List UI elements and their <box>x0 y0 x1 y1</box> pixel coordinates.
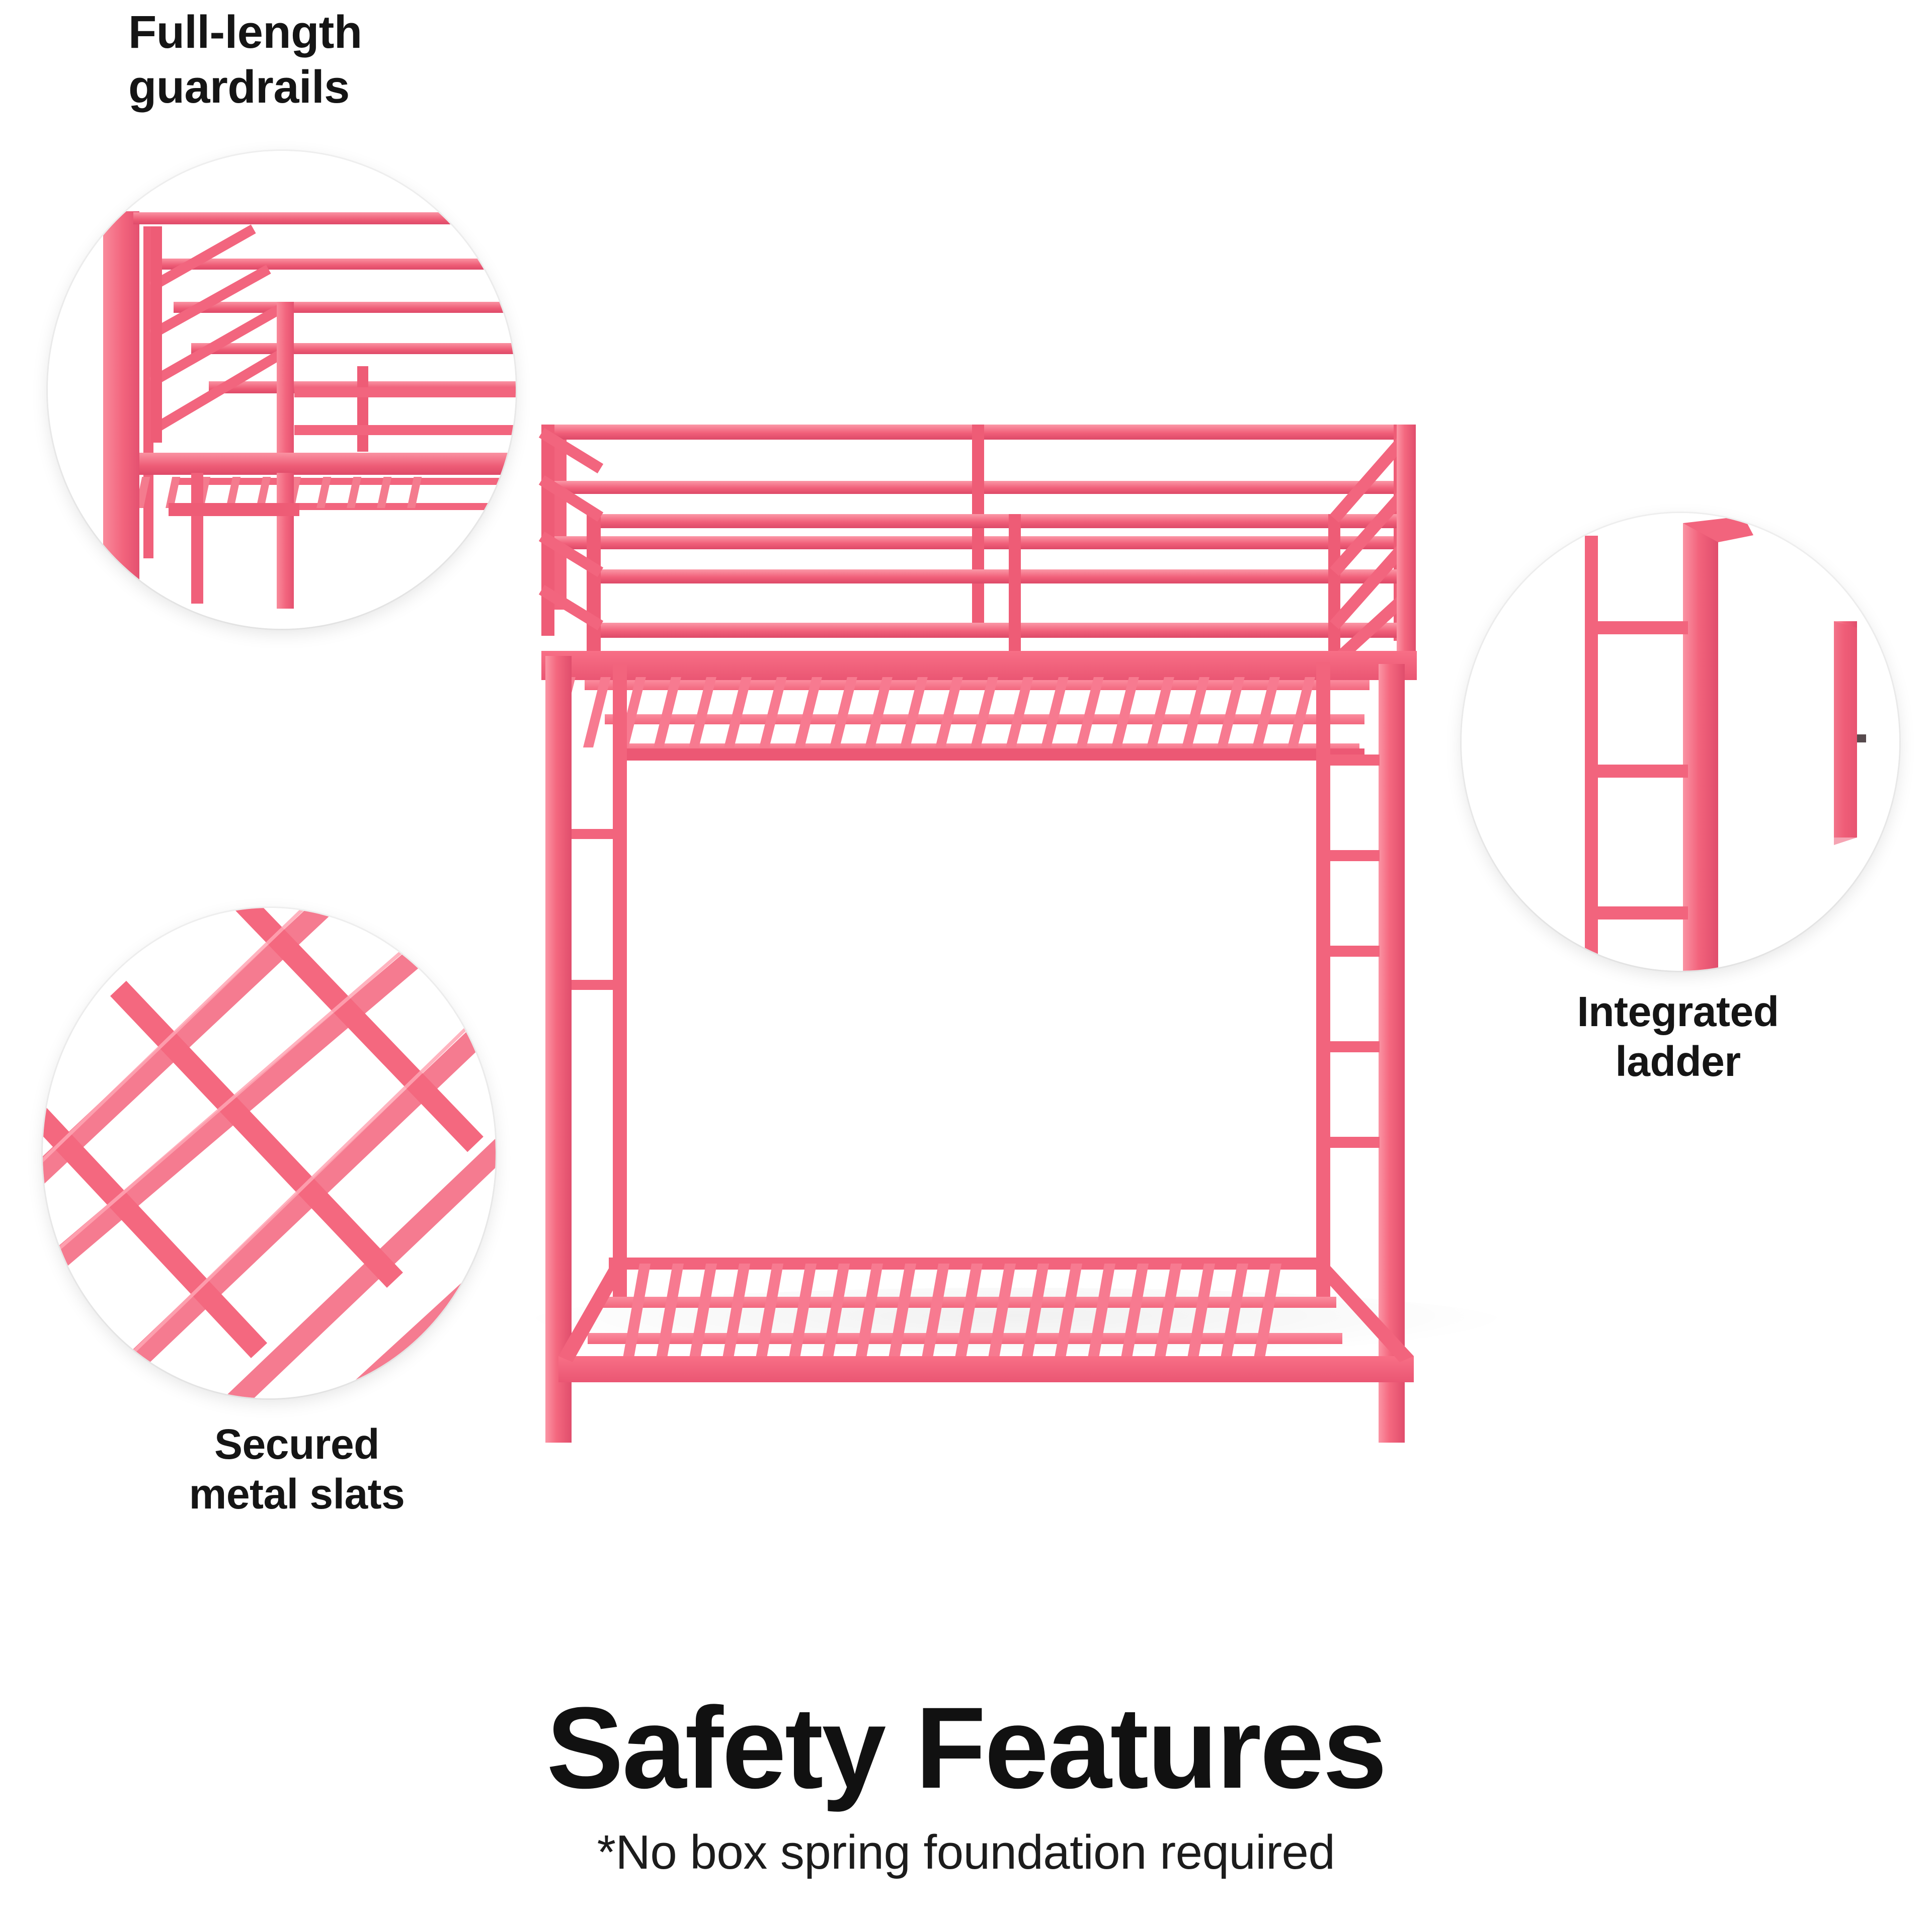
page-title: Safety Features <box>546 1683 1387 1812</box>
footer-heading-block: Safety Features *No box spring foundatio… <box>0 1690 1932 1879</box>
ladder-rungs-detail-icon <box>1462 513 1899 971</box>
callout-label-ladder: Integrated ladder <box>1577 988 1779 1085</box>
callout-label-slats: Secured metal slats <box>189 1420 405 1518</box>
page-subtitle: *No box spring foundation required <box>597 1825 1335 1879</box>
callout-label-guardrails: Full-length guardrails <box>128 7 362 113</box>
pink-metal-twin-over-twin-bunk-bed <box>392 382 1640 1459</box>
bed-corner-guardrail-detail-icon <box>48 151 516 629</box>
crosshatch-metal-slats-detail-icon <box>43 908 496 1398</box>
